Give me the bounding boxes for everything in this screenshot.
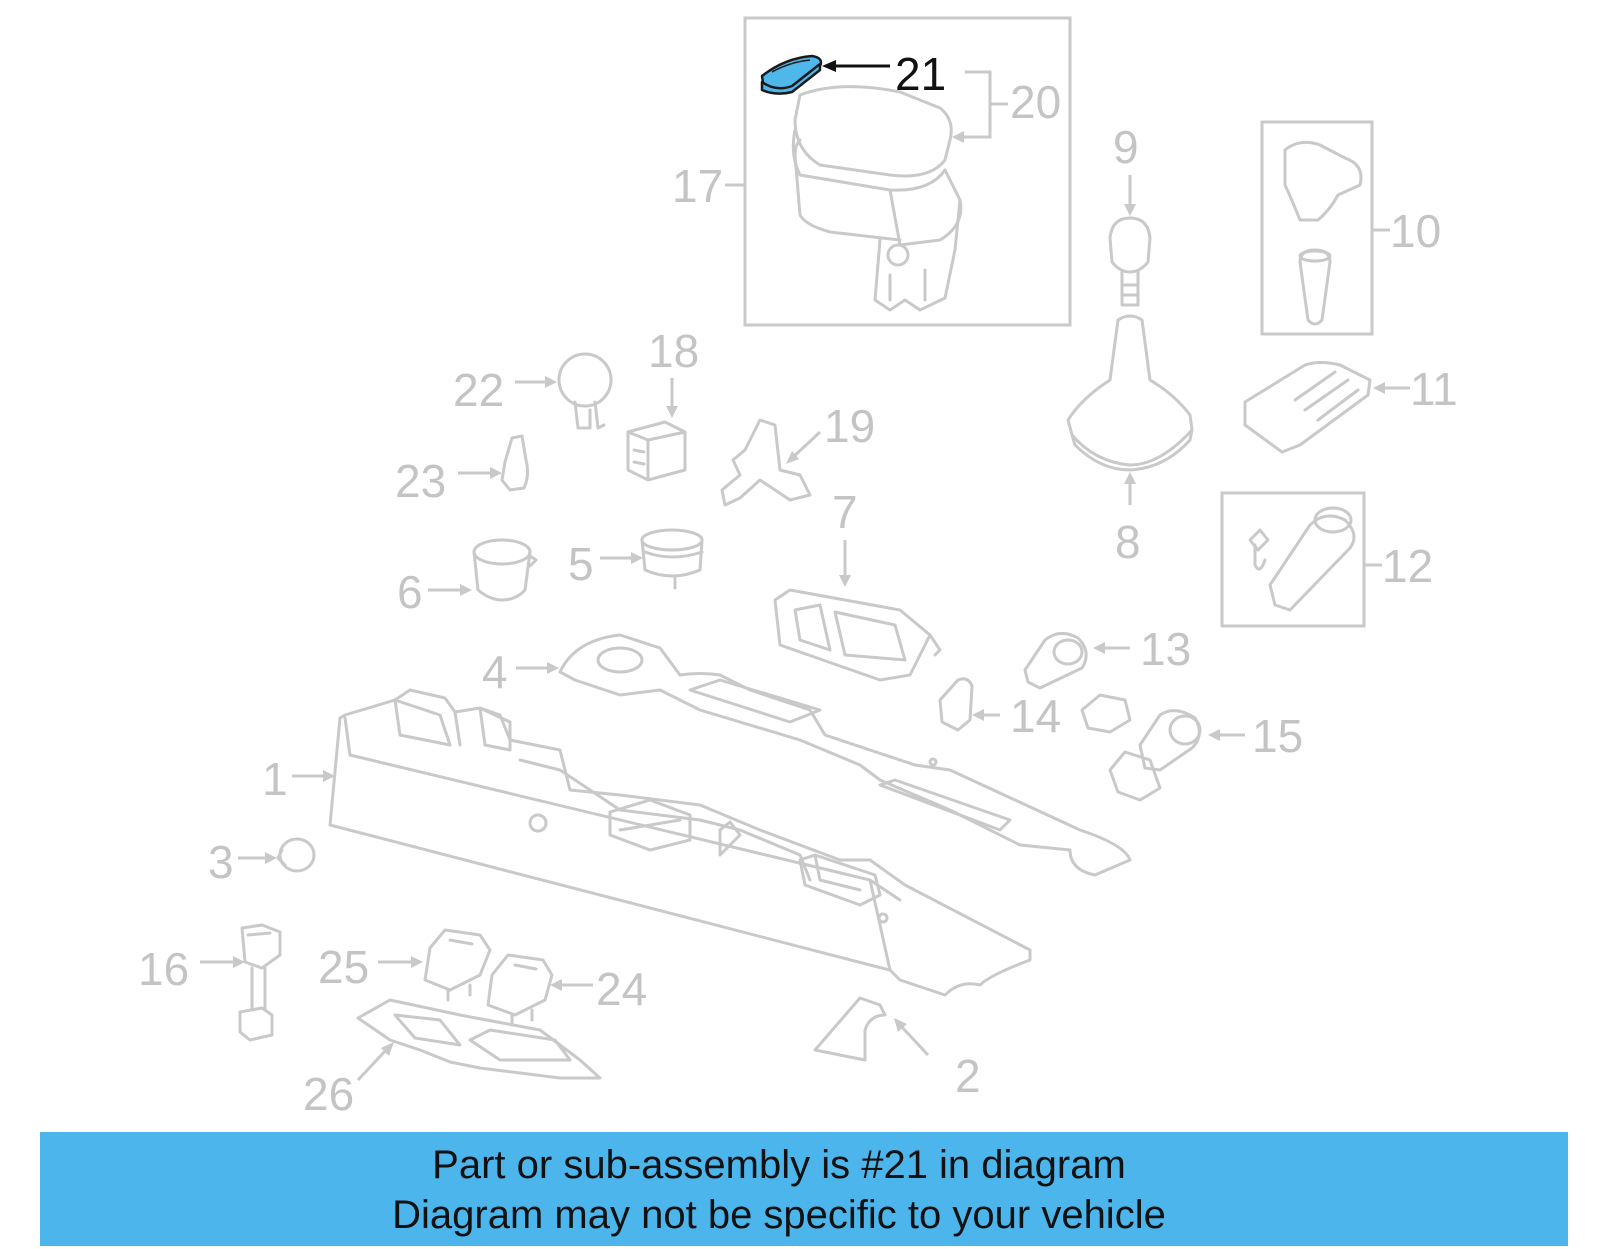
callout-19: 19 [824, 400, 875, 452]
part-4-console-trim [558, 633, 1132, 877]
part-13-socket [1023, 632, 1088, 690]
part-10-box [1260, 120, 1374, 336]
callout-1: 1 [262, 753, 288, 805]
callout-13: 13 [1140, 623, 1191, 675]
part-22-knob [557, 352, 613, 430]
callout-12: 12 [1382, 540, 1433, 592]
part-1-center-console [328, 688, 1032, 997]
banner-line-2: Diagram may not be specific to your vehi… [392, 1193, 1166, 1237]
callout-7: 7 [832, 486, 858, 538]
armrest-assembly-box [743, 16, 1072, 327]
part-18-switch [626, 420, 687, 482]
part-16-switch [238, 923, 282, 1042]
callout-9: 9 [1113, 121, 1139, 173]
part-25-switch [423, 928, 492, 1002]
part-15-socket-assembly [1080, 693, 1202, 802]
banner-line-1: Part or sub-assembly is #21 in diagram [432, 1143, 1126, 1187]
callout-25: 25 [318, 941, 369, 993]
part-14-cap [938, 677, 974, 732]
part-26-switch-trim [356, 998, 602, 1080]
part-24-switch [486, 953, 554, 1027]
callout-17: 17 [672, 160, 723, 212]
part-12-box [1220, 491, 1366, 628]
part-23-fastener [500, 434, 530, 492]
part-8-shift-boot [1066, 314, 1194, 472]
callout-20: 20 [1010, 76, 1061, 128]
part-10-knob-set [1283, 140, 1363, 326]
callout-2: 2 [955, 1050, 981, 1102]
part-9-shift-knob [1108, 216, 1152, 307]
callout-14: 14 [1010, 690, 1061, 742]
callout-11: 11 [1410, 363, 1458, 415]
callout-6: 6 [397, 566, 423, 618]
callout-21-arrow [822, 60, 836, 72]
callout-21: 21 [895, 48, 946, 100]
callout-5: 5 [568, 538, 594, 590]
part-19-bracket [720, 418, 812, 507]
callout-10: 10 [1390, 205, 1441, 257]
part-12-lighter [1248, 506, 1356, 612]
part-21-highlighted [760, 54, 823, 95]
callout-4: 4 [482, 646, 508, 698]
callout-15: 15 [1252, 710, 1303, 762]
callout-24: 24 [596, 963, 647, 1015]
part-2-cover [813, 996, 887, 1062]
callout-20-bracket [958, 70, 992, 139]
callout-8: 8 [1115, 516, 1141, 568]
callout-18: 18 [648, 325, 699, 377]
callout-16: 16 [138, 943, 189, 995]
callout-22: 22 [453, 364, 504, 416]
callout-3: 3 [208, 836, 234, 888]
info-banner: Part or sub-assembly is #21 in diagram D… [40, 1132, 1568, 1246]
part-6-cup-holder [472, 538, 538, 602]
part-5-cup-insert [640, 528, 704, 590]
part-3-plug [276, 837, 316, 873]
part-7-tray [773, 588, 942, 682]
part-armrest [791, 85, 963, 312]
part-11-shifter-trim [1243, 361, 1372, 454]
callout-26: 26 [303, 1068, 354, 1120]
callout-23: 23 [395, 455, 446, 507]
